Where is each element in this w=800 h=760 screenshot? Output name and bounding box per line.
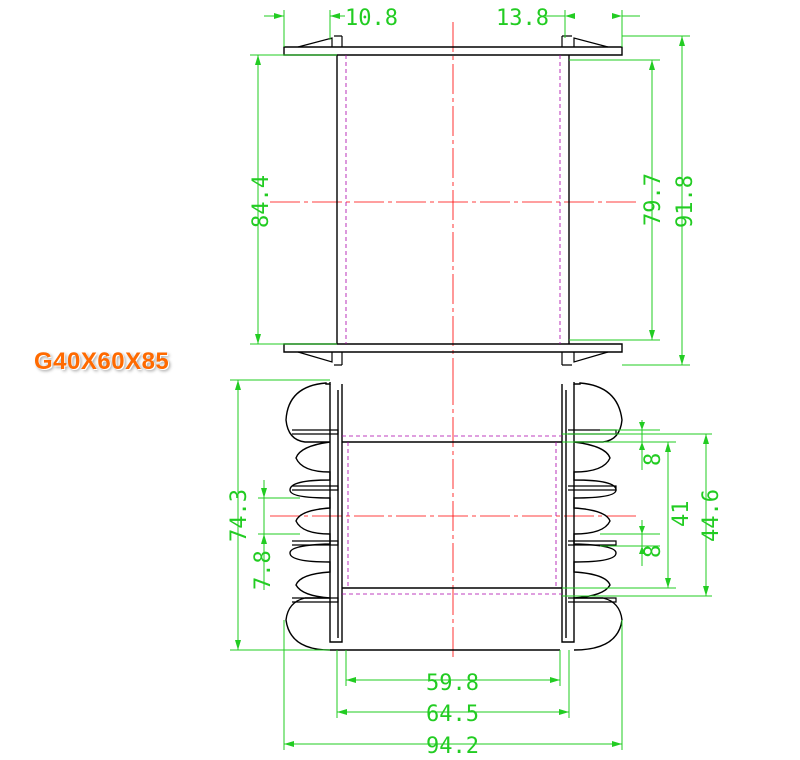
dim-flange-right: 13.8 — [496, 6, 640, 47]
bottom-left-clip — [297, 351, 343, 366]
part-title: G40X60X85 — [34, 348, 170, 375]
dim-core-outer: 44.6 — [562, 433, 724, 597]
dim-label-core-outer: 44.6 — [699, 489, 724, 542]
dim-width-mid: 64.5 — [336, 650, 570, 727]
top-right-clip — [561, 35, 609, 48]
bottom-flange — [283, 343, 623, 353]
top-flange — [283, 46, 623, 56]
dim-width-inner: 59.8 — [345, 650, 561, 696]
dim-side-height-mid: 79.7 — [569, 59, 666, 341]
dim-label-height-left: 74.3 — [227, 489, 252, 542]
bottom-right-clip — [561, 351, 609, 366]
dim-label-side-mid: 79.7 — [641, 173, 666, 226]
top-left-clip — [297, 35, 343, 48]
core-hidden — [342, 435, 562, 595]
dim-label-side-inner: 84.4 — [249, 175, 274, 228]
dim-slot-bottom: 8 — [600, 520, 666, 566]
dim-label-slot-left: 7.8 — [251, 550, 276, 590]
dim-width-outer: 94.2 — [283, 620, 623, 759]
dim-side-height-outer: 91.8 — [622, 35, 698, 366]
dim-label-width-mid: 64.5 — [426, 702, 479, 727]
left-end-wall — [329, 384, 343, 643]
dim-label-core-window: 41 — [669, 501, 694, 528]
dim-slot-top: 8 — [600, 420, 666, 470]
dim-core-window: 41 — [562, 441, 694, 589]
right-end-wall — [561, 384, 575, 643]
dim-label-slot-top: 8 — [641, 453, 666, 466]
dim-height-left: 74.3 — [227, 379, 330, 651]
dim-label-flange-right: 13.8 — [496, 6, 549, 31]
dim-slot-left: 7.8 — [251, 480, 300, 590]
dim-label-width-inner: 59.8 — [426, 671, 479, 696]
dim-label-width-outer: 94.2 — [426, 734, 479, 759]
dim-label-side-outer: 91.8 — [673, 175, 698, 228]
dim-label-flange-left: 10.8 — [345, 6, 398, 31]
right-pins — [568, 429, 617, 603]
dim-side-height-inner: 84.4 — [249, 54, 337, 345]
bottom-view: 8 8 41 44.6 — [227, 375, 724, 759]
dim-flange-left: 10.8 — [264, 6, 398, 47]
core-window — [342, 441, 562, 589]
top-view: 10.8 13.8 84.4 79.7 — [249, 6, 698, 375]
dim-label-slot-bottom: 8 — [641, 545, 666, 558]
